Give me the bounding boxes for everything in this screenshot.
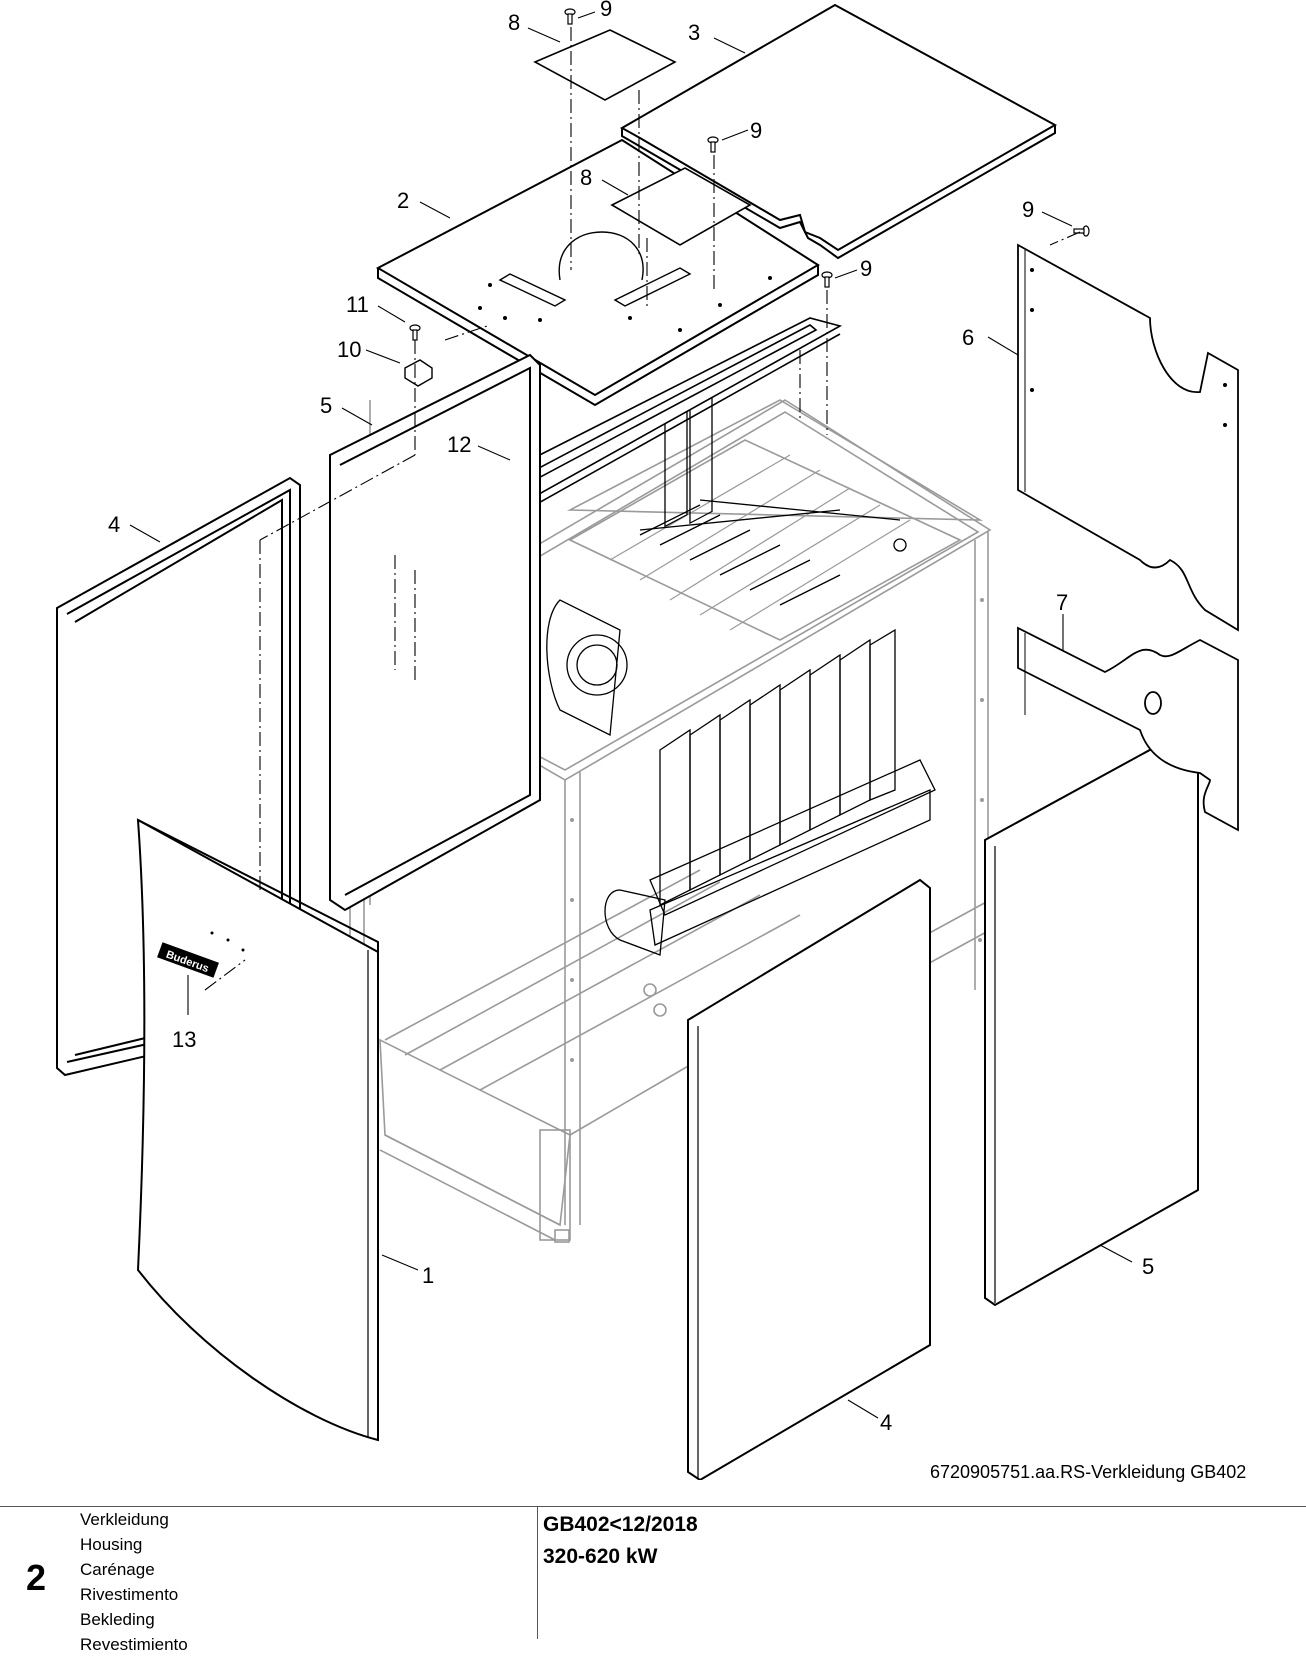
- callout-9a: 9: [600, 0, 612, 21]
- callout-6: 6: [962, 325, 974, 350]
- front-right-panel-4: [687, 878, 931, 1480]
- callout-11: 11: [346, 292, 369, 317]
- label-en: Housing: [80, 1535, 143, 1554]
- model-info: GB402<12/2018 320-620 kW: [543, 1509, 698, 1573]
- assembly-lines: [204, 27, 1081, 991]
- label-es: Revestimiento: [80, 1635, 188, 1654]
- callout-9d: 9: [860, 256, 872, 281]
- callout-8b: 8: [580, 165, 592, 190]
- screws-9: [564, 8, 1090, 288]
- callout-2: 2: [397, 188, 409, 213]
- rear-panel-7: [1017, 626, 1239, 832]
- callout-5a: 5: [320, 393, 332, 418]
- callout-3: 3: [688, 20, 700, 45]
- callouts: 8 9 3 9 8 2 9 9 6 11 10 5 12 4 7 13 1 5 …: [108, 0, 1154, 1435]
- drawing-reference: 6720905751.aa.RS-Verkleidung GB402: [930, 1462, 1247, 1482]
- callout-9c: 9: [1022, 197, 1034, 222]
- screw-11: [409, 324, 421, 341]
- label-fr: Carénage: [80, 1560, 155, 1579]
- model-name: GB402<12/2018: [543, 1513, 698, 1536]
- leader-lines: [129, 11, 1133, 1419]
- callout-4a: 4: [108, 512, 120, 537]
- callout-7: 7: [1056, 590, 1068, 615]
- callout-4b: 4: [880, 1410, 892, 1435]
- section-labels: Verkleidung Housing Carénage Rivestiment…: [80, 1507, 188, 1657]
- front-door-1: [136, 818, 379, 1442]
- rear-panel-6: [1017, 243, 1239, 632]
- bracket-10: [404, 359, 433, 387]
- right-side-panel-5: [984, 726, 1199, 1307]
- callout-1: 1: [422, 1263, 434, 1288]
- callout-10: 10: [337, 337, 361, 362]
- label-nl: Bekleding: [80, 1610, 155, 1629]
- cover-plate-8: [533, 29, 752, 246]
- callout-5b: 5: [1142, 1254, 1154, 1279]
- footer-divider: [537, 1507, 538, 1639]
- top-cover-3: [619, 3, 1058, 260]
- model-power: 320-620 kW: [543, 1545, 658, 1568]
- boiler-frame: [348, 399, 992, 1243]
- callout-8a: 8: [508, 10, 520, 35]
- callout-9b: 9: [750, 118, 762, 143]
- flue-cutout: [558, 231, 644, 281]
- footer-table: 2 Verkleidung Housing Carénage Rivestime…: [0, 1506, 1306, 1654]
- callout-12: 12: [447, 432, 471, 457]
- exploded-view-drawing: Buderus: [56, 0, 1239, 1480]
- callout-13: 13: [172, 1027, 196, 1052]
- section-number: 2: [26, 1557, 47, 1598]
- label-it: Rivestimento: [80, 1585, 179, 1604]
- rear-side-panel-5: [329, 353, 541, 912]
- label-de: Verkleidung: [80, 1510, 169, 1529]
- heat-exchanger: [546, 390, 936, 956]
